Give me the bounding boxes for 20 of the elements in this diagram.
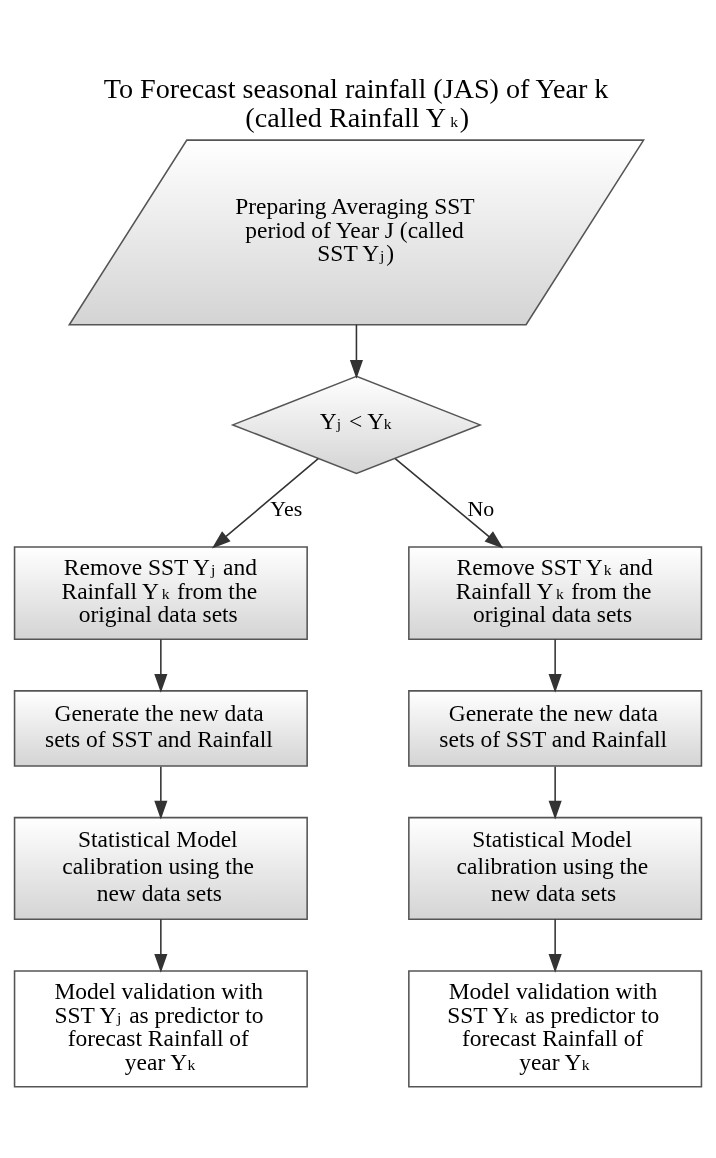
node-box: Statistical Model calibration using the new data sets [408, 816, 703, 921]
arrow [548, 918, 562, 973]
node-diamond: Yj < Yk [230, 375, 483, 475]
node-box: Statistical Model calibration using the new data sets [13, 816, 308, 921]
node-box: Model validation with SST Yj as predictor to forecast Rainfall of year Yk [13, 970, 308, 1088]
node-box: Remove SST Yk and Rainfall Yk from the original data sets [408, 546, 703, 640]
node-box: Generate the new data sets of SST and Rainfall [408, 690, 703, 767]
arrow [394, 457, 504, 549]
arrow [349, 324, 363, 379]
arrow [548, 638, 562, 693]
edge-label: No [467, 495, 495, 521]
arrow [211, 457, 320, 549]
node-box: Model validation with SST Yk as predictor to forecast Rainfall of year Yk [408, 970, 703, 1088]
arrow [154, 765, 168, 820]
node-box: Generate the new data sets of SST and Rainfall [13, 690, 308, 767]
edge-label: Yes [270, 495, 303, 521]
node-box: Remove SST Yj and Rainfall Yk from the original data sets [13, 546, 308, 640]
arrow [154, 918, 168, 973]
arrow [154, 638, 168, 693]
arrow [548, 765, 562, 820]
